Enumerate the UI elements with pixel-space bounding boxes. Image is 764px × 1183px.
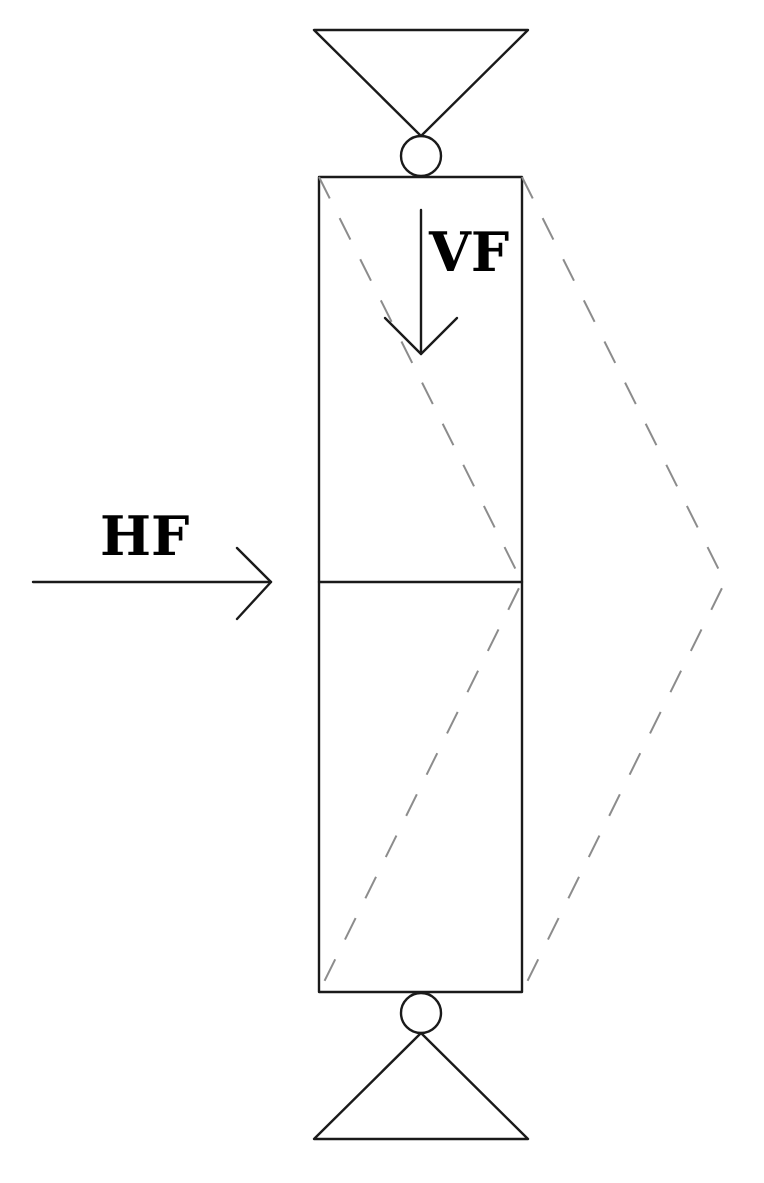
vertical-force-arrowhead xyxy=(383,316,459,356)
horizontal-force-arrowhead xyxy=(235,546,273,621)
bottom-support-triangle xyxy=(312,1031,530,1141)
top-support-triangle xyxy=(312,28,530,138)
horizontal-force-label: HF xyxy=(100,504,189,568)
top-pin-support xyxy=(312,28,530,178)
inner-deflection-line xyxy=(318,176,524,993)
bottom-hinge-circle xyxy=(399,991,443,1035)
outer-deflection-line xyxy=(521,176,727,993)
top-hinge-circle xyxy=(399,134,443,178)
vertical-force-arrow: VF xyxy=(383,208,509,356)
vertical-force-label: VF xyxy=(428,220,509,284)
horizontal-force-arrow: HF xyxy=(31,504,273,621)
bottom-pin-support xyxy=(312,991,530,1141)
deflected-shape xyxy=(318,176,727,993)
